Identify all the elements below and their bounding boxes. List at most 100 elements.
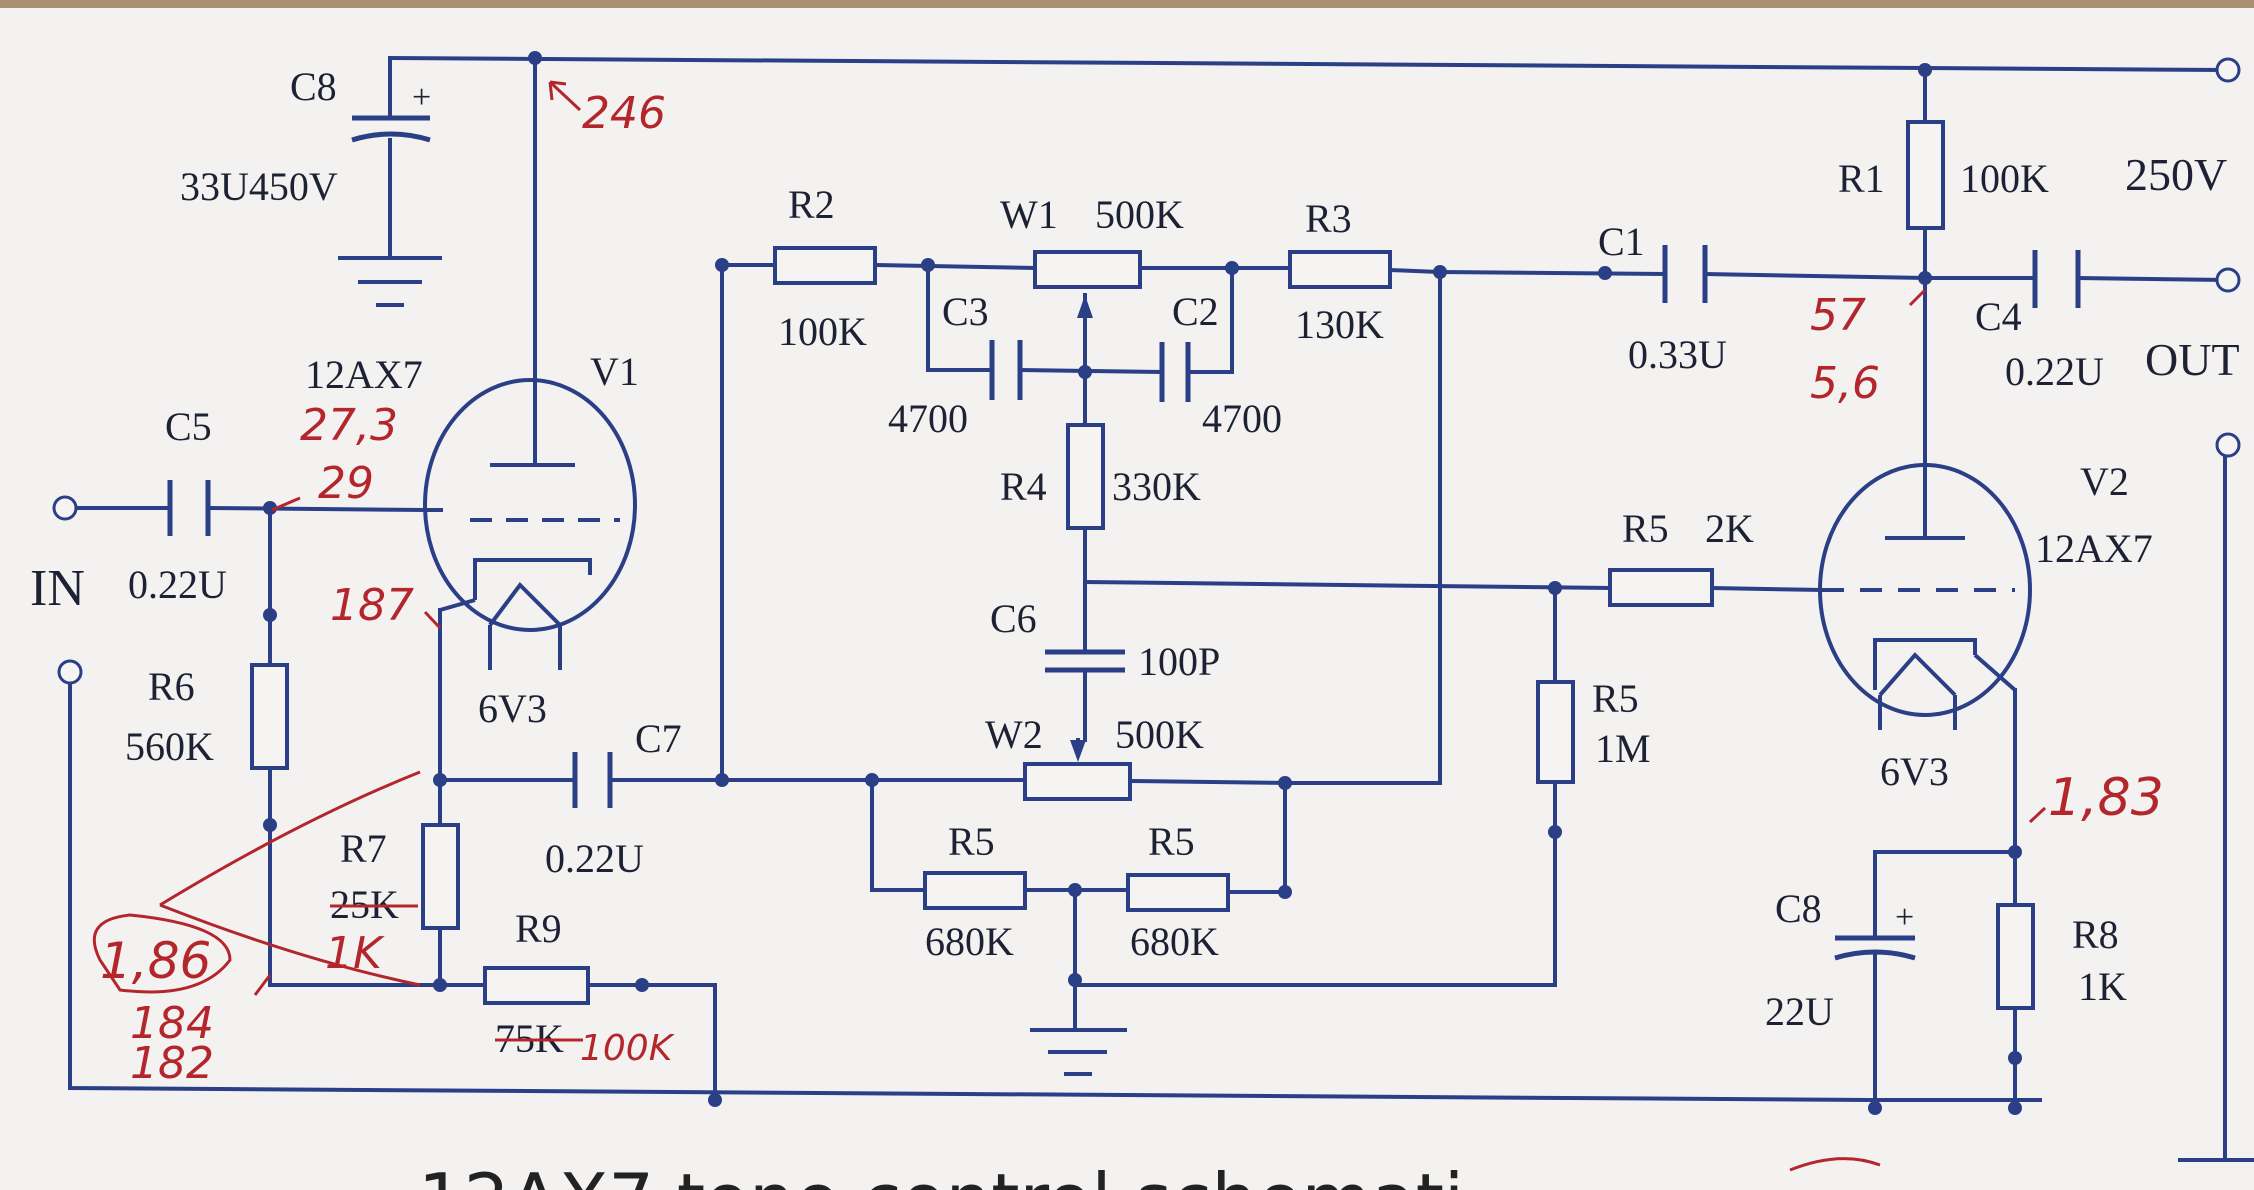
r5-1m-value: 1M [1595,726,1651,771]
r5-2k-label: R5 [1622,506,1669,551]
handwritten-annotations: 246 27,3 29 187 57 5,6 1,83 1,86 184 182… [100,88,2164,1089]
v2-label: V2 [2080,459,2129,504]
c6-label: C6 [990,596,1037,641]
c8-bottom-capacitor: + [1834,899,1916,961]
c8-bottom-value: 22U [1765,989,1834,1034]
c1-label: C1 [1598,219,1645,264]
v2-type-label: 12AX7 [2035,526,2153,571]
ground-symbol-top [338,246,442,307]
r5-2k-resistor [1608,568,1714,607]
annotation-1k: 1K [325,928,385,979]
r4-label: R4 [1000,464,1047,509]
r6-resistor [250,663,289,770]
ground-symbol-mid [1030,1018,1127,1076]
r3-value: 130K [1295,302,1384,347]
w1-label: W1 [1000,192,1058,237]
r6-label: R6 [148,664,195,709]
annotation-5-6: 5,6 [1810,358,1880,409]
w2-potentiometer [1023,762,1132,801]
w1-potentiometer [1033,250,1142,289]
c5-label: C5 [165,404,212,449]
in-terminal [52,495,78,521]
r5-680k-a-value: 680K [925,919,1014,964]
r9-resistor [483,966,590,1005]
c3-label: C3 [942,289,989,334]
r7-resistor [421,823,460,930]
c3-capacitor [989,340,1023,400]
annotation-100k: 100K [580,1028,675,1069]
component-labels: C8 33U450V 12AX7 V1 6V3 C5 0.22U IN R6 5… [30,64,2240,1061]
c7-label: C7 [635,716,682,761]
c1-capacitor [1662,245,1708,303]
r8-label: R8 [2072,912,2119,957]
r9-label: R9 [515,906,562,951]
c3-value: 4700 [888,396,968,441]
r4-value: 330K [1112,464,1201,509]
c8-top-label: C8 [290,64,337,109]
w2-label: W2 [985,712,1043,757]
r5-680k-a-label: R5 [948,819,995,864]
annotation-246: 246 [582,88,666,139]
annotation-184: 184 [130,998,214,1049]
v1-label: V1 [590,349,639,394]
grounds [338,246,1127,1076]
w2-value: 500K [1115,712,1204,757]
c6-value: 100P [1138,639,1220,684]
c7-value: 0.22U [545,836,644,881]
junctions [263,51,2022,1115]
wiper-arrows [1070,295,1093,762]
r8-resistor [1996,903,2035,1010]
v2-tube [1818,463,2032,730]
hv-terminal [2215,57,2241,83]
r5-680k-b-resistor [1126,873,1230,912]
out-terminal [2215,267,2241,293]
r5-680k-b-value: 680K [1130,919,1219,964]
handwritten-arrows [92,80,2047,1172]
r1-value: 100K [1960,156,2049,201]
out-ground-terminal [2215,432,2241,458]
c8-top-capacitor: + [351,79,431,143]
r5-680k-b-label: R5 [1148,819,1195,864]
r2-label: R2 [788,182,835,227]
annotation-1-86: 1,86 [100,932,211,990]
terminals [52,57,2241,685]
r5-680k-a-resistor [923,871,1027,910]
c8-top-value: 33U450V [180,164,338,209]
c5-capacitor [167,480,211,536]
in-ground-terminal [57,659,83,685]
diagram-caption: 12AX7 tone control schemati [418,1158,1464,1190]
w1-value: 500K [1095,192,1184,237]
r1-resistor [1906,120,1945,230]
hv-label: 250V [2125,149,2227,200]
r2-resistor [773,246,877,285]
r6-value: 560K [125,724,214,769]
c4-label: C4 [1975,294,2022,339]
r3-label: R3 [1305,196,1352,241]
r1-label: R1 [1838,156,1885,201]
annotation-182: 182 [130,1038,214,1089]
c7-capacitor [572,752,613,808]
svg-text:+: + [1895,899,1914,936]
resistors [250,120,2035,1010]
c6-capacitor [1045,636,1125,682]
in-label: IN [30,560,85,617]
annotation-187: 187 [330,580,414,631]
wires [68,55,2254,1162]
c8-bottom-label: C8 [1775,886,1822,931]
c2-label: C2 [1172,289,1219,334]
r5-1m-label: R5 [1592,676,1639,721]
capacitors: + [167,79,2081,961]
c2-value: 4700 [1202,396,1282,441]
r5-1m-resistor [1536,680,1575,784]
out-label: OUT [2145,334,2240,385]
paper-edge [0,0,2254,8]
v1-type-label: 12AX7 [305,352,423,397]
c4-capacitor [2032,250,2081,308]
v1-tube [423,378,637,670]
r2-value: 100K [778,309,867,354]
svg-text:+: + [412,79,431,116]
r7-label: R7 [340,826,387,871]
r5-2k-value: 2K [1705,506,1754,551]
annotation-57: 57 [1810,290,1866,341]
